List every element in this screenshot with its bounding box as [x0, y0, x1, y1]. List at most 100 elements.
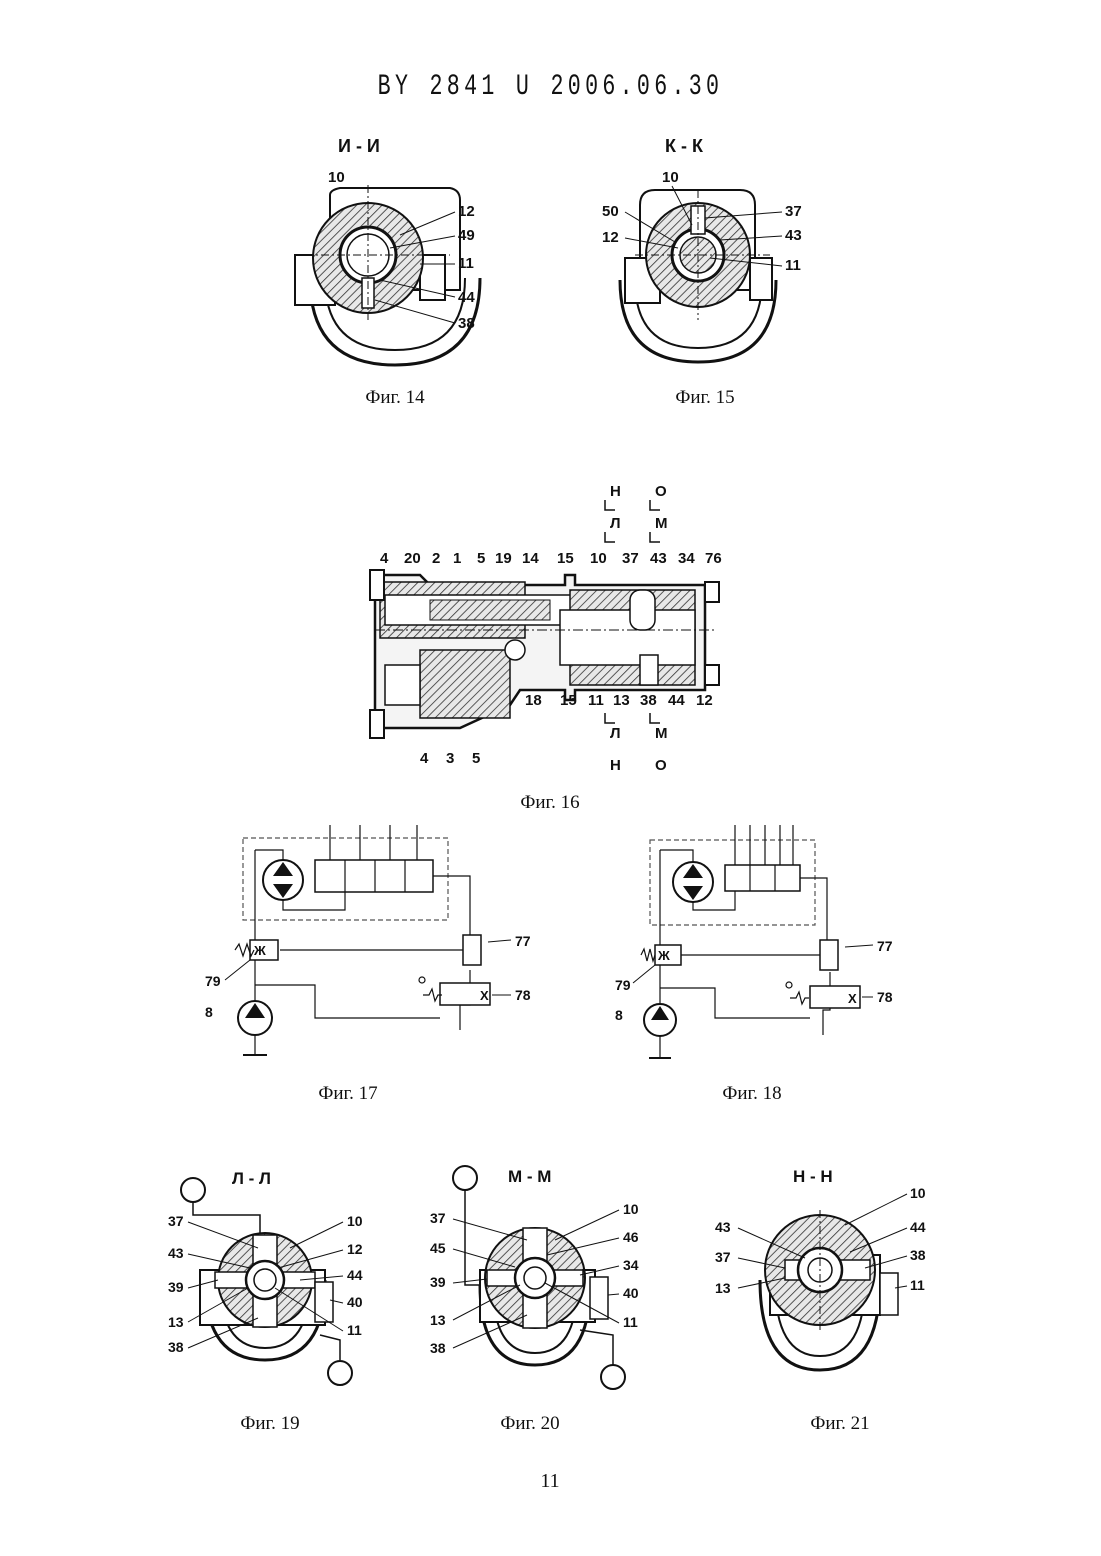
- svg-text:34: 34: [678, 550, 695, 567]
- svg-text:38: 38: [430, 1340, 446, 1356]
- svg-text:37: 37: [168, 1213, 184, 1229]
- svg-text:13: 13: [168, 1314, 184, 1330]
- svg-text:13: 13: [715, 1280, 731, 1296]
- figure-20-caption: Фиг. 20: [430, 1413, 630, 1435]
- svg-text:40: 40: [347, 1294, 363, 1310]
- figure-16-caption: Фиг. 16: [450, 792, 650, 814]
- svg-text:19: 19: [495, 550, 512, 567]
- svg-text:14: 14: [522, 550, 539, 567]
- svg-text:12: 12: [696, 692, 713, 709]
- svg-text:78: 78: [877, 989, 893, 1005]
- svg-text:5: 5: [472, 750, 480, 767]
- figure-16-drawing: Н О Л М Л М Н О 4 20 2 1 5 19 14 15 10 3…: [360, 470, 740, 780]
- svg-text:11: 11: [458, 255, 474, 272]
- svg-text:4: 4: [380, 550, 389, 567]
- svg-text:11: 11: [347, 1322, 362, 1338]
- svg-text:38: 38: [458, 315, 475, 332]
- svg-text:Н: Н: [610, 483, 621, 500]
- svg-text:15: 15: [560, 692, 577, 709]
- svg-text:34: 34: [623, 1257, 639, 1273]
- svg-text:2: 2: [432, 550, 440, 567]
- svg-text:Ж: Ж: [253, 943, 266, 958]
- svg-text:43: 43: [715, 1219, 731, 1235]
- svg-text:Л: Л: [610, 725, 621, 742]
- svg-text:11: 11: [785, 257, 801, 274]
- svg-text:12: 12: [458, 203, 475, 220]
- svg-text:37: 37: [785, 203, 802, 220]
- svg-text:М: М: [655, 515, 668, 532]
- svg-text:10: 10: [328, 169, 345, 186]
- svg-text:Л: Л: [610, 515, 621, 532]
- svg-text:20: 20: [404, 550, 421, 567]
- svg-text:39: 39: [430, 1274, 446, 1290]
- svg-text:38: 38: [640, 692, 657, 709]
- figure-18-caption: Фиг. 18: [652, 1083, 852, 1105]
- svg-text:3: 3: [446, 750, 454, 767]
- figure-15-caption: Фиг. 15: [605, 387, 805, 409]
- svg-text:43: 43: [650, 550, 667, 567]
- svg-text:37: 37: [430, 1210, 446, 1226]
- svg-text:10: 10: [662, 169, 679, 186]
- svg-text:46: 46: [623, 1229, 639, 1245]
- section-label: Н - Н: [793, 1167, 833, 1186]
- svg-text:13: 13: [613, 692, 630, 709]
- svg-text:39: 39: [168, 1279, 184, 1295]
- svg-text:15: 15: [557, 550, 574, 567]
- svg-text:Ж: Ж: [657, 948, 670, 963]
- figure-19-caption: Фиг. 19: [170, 1413, 370, 1435]
- svg-text:5: 5: [477, 550, 485, 567]
- figure-18-drawing: Ж X 77 79 78 8: [605, 820, 905, 1070]
- page-number: 11: [500, 1470, 600, 1493]
- svg-text:12: 12: [602, 229, 619, 246]
- figure-17-drawing: Ж X 77 79 78 8: [195, 820, 545, 1070]
- svg-text:Н: Н: [610, 757, 621, 774]
- svg-text:37: 37: [715, 1249, 731, 1265]
- svg-text:11: 11: [623, 1314, 638, 1330]
- svg-text:1: 1: [453, 550, 461, 567]
- svg-text:11: 11: [588, 692, 604, 709]
- figure-15-drawing: К - К 10 50 12 37 43 11: [600, 130, 830, 380]
- section-label: Л - Л: [232, 1169, 271, 1188]
- svg-text:43: 43: [785, 227, 802, 244]
- svg-text:49: 49: [458, 227, 475, 244]
- svg-text:X: X: [480, 988, 489, 1003]
- svg-text:38: 38: [168, 1339, 184, 1355]
- figure-19-drawing: Л - Л 37 43 39 13 38 10 12 44 40 11: [160, 1160, 390, 1400]
- svg-text:45: 45: [430, 1240, 446, 1256]
- svg-text:О: О: [655, 483, 667, 500]
- svg-text:11: 11: [910, 1277, 925, 1293]
- svg-text:44: 44: [458, 289, 475, 306]
- svg-text:44: 44: [668, 692, 685, 709]
- svg-text:37: 37: [622, 550, 639, 567]
- document-header: BY 2841 U 2006.06.30: [154, 70, 947, 104]
- figure-21-caption: Фиг. 21: [740, 1413, 940, 1435]
- figure-17-caption: Фиг. 17: [248, 1083, 448, 1105]
- svg-text:13: 13: [430, 1312, 446, 1328]
- section-label: И - И: [338, 136, 380, 156]
- figure-14-caption: Фиг. 14: [295, 387, 495, 409]
- svg-text:79: 79: [205, 973, 221, 989]
- svg-text:77: 77: [515, 933, 531, 949]
- svg-text:10: 10: [590, 550, 607, 567]
- svg-text:18: 18: [525, 692, 542, 709]
- svg-text:8: 8: [615, 1007, 623, 1023]
- svg-text:4: 4: [420, 750, 429, 767]
- svg-text:10: 10: [623, 1201, 639, 1217]
- svg-text:М: М: [655, 725, 668, 742]
- section-label: М - М: [508, 1167, 551, 1186]
- svg-text:X: X: [848, 991, 857, 1006]
- svg-text:10: 10: [347, 1213, 363, 1229]
- svg-text:50: 50: [602, 203, 619, 220]
- svg-text:О: О: [655, 757, 667, 774]
- svg-text:44: 44: [910, 1219, 926, 1235]
- section-label: К - К: [665, 136, 704, 156]
- svg-text:78: 78: [515, 987, 531, 1003]
- svg-text:79: 79: [615, 977, 631, 993]
- svg-text:38: 38: [910, 1247, 926, 1263]
- figure-14-drawing: И - И 10 12 49 11 44 38: [270, 130, 530, 380]
- svg-text:10: 10: [910, 1185, 926, 1201]
- figure-20-drawing: М - М 37 45 39 13 38 10 46 34 40 11: [425, 1155, 660, 1400]
- svg-text:77: 77: [877, 938, 893, 954]
- svg-text:76: 76: [705, 550, 722, 567]
- svg-text:8: 8: [205, 1004, 213, 1020]
